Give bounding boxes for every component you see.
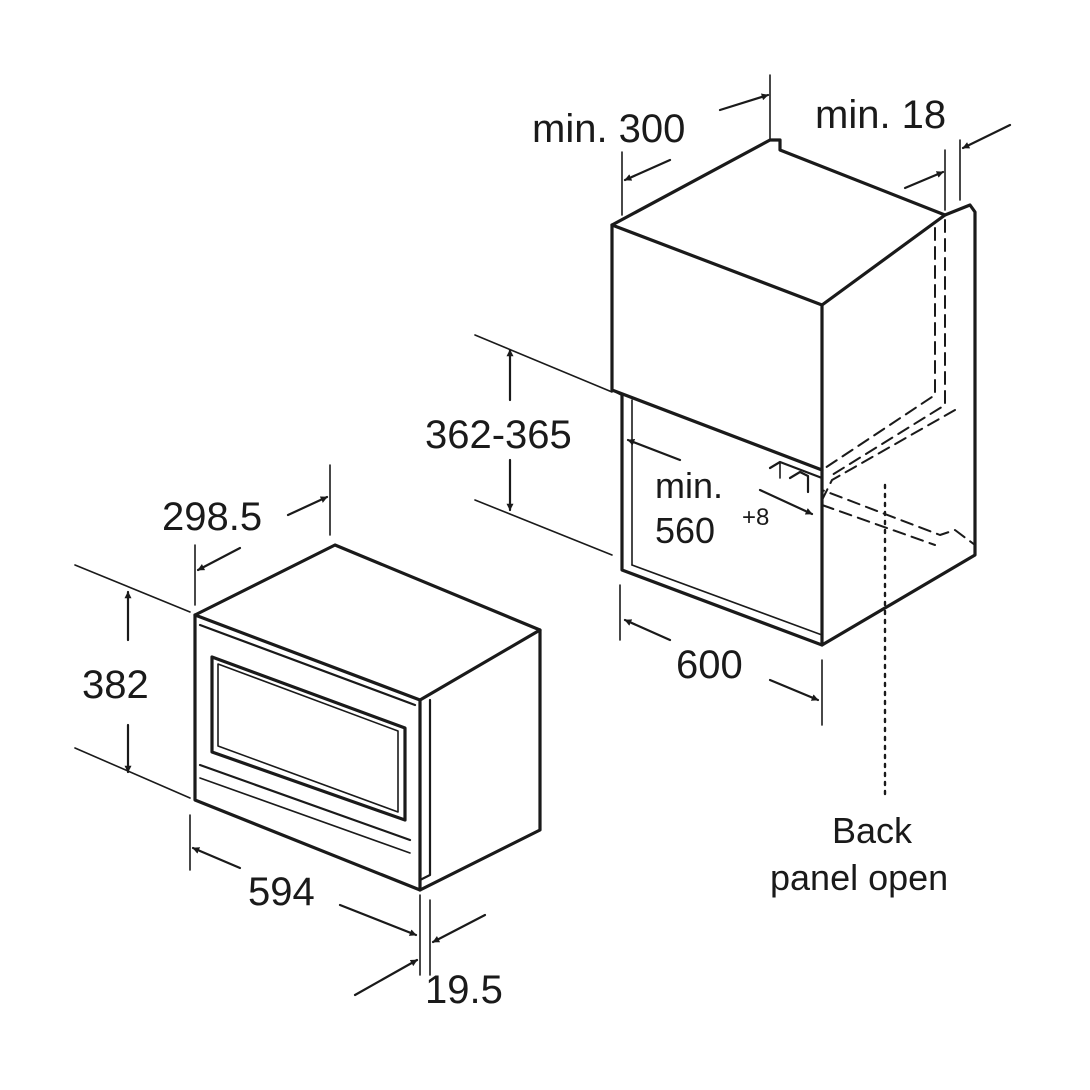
niche-gap-min-label: min. 18 (815, 93, 946, 137)
appliance-oven (193, 543, 542, 892)
niche-height-range-label: 362-365 (425, 413, 572, 457)
frame-offset-label: 19.5 (425, 968, 503, 1012)
appliance-width-label: 594 (248, 870, 315, 914)
hidden-edges (821, 219, 976, 546)
appliance-height-label: 382 (82, 663, 149, 707)
niche-width-min-tolerance: +8 (742, 504, 769, 531)
niche-opening (610, 388, 824, 647)
back-panel-label-line1: Back (832, 810, 913, 851)
back-panel-label-line2: panel open (770, 857, 948, 898)
appliance-depth-label: 298.5 (162, 495, 262, 539)
dimension-lines (74, 74, 1012, 997)
niche-width-label: 600 (676, 643, 743, 687)
upper-cabinet (610, 138, 977, 647)
cabinet-niche (610, 138, 977, 802)
niche-width-min-prefix: min. (655, 465, 723, 506)
niche-depth-min-label: min. 300 (532, 107, 685, 151)
appliance-door-window (210, 655, 407, 822)
niche-width-min-value: 560 (655, 510, 715, 551)
